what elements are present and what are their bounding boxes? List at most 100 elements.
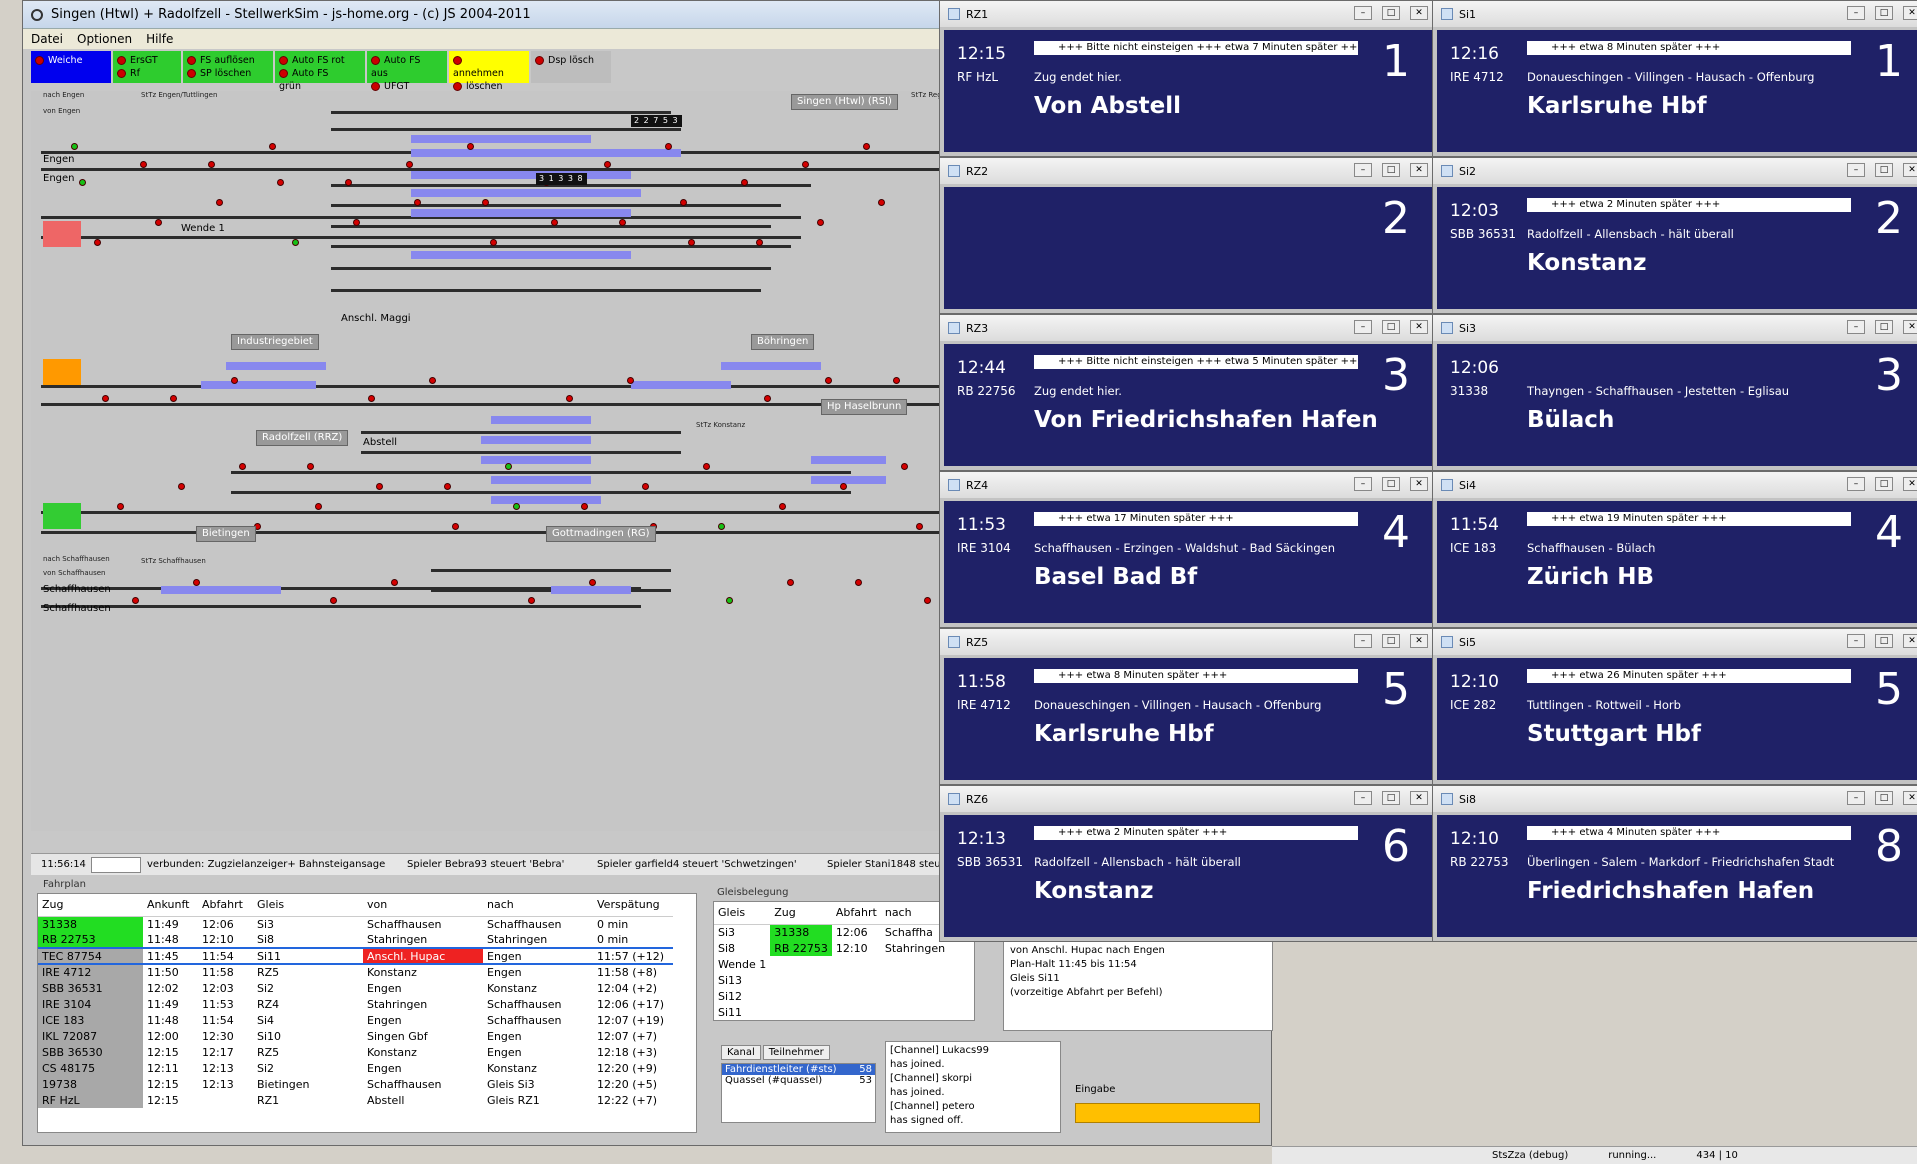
channel-item[interactable]: Quassel (#quassel)53 <box>722 1075 875 1086</box>
minimize-icon[interactable]: – <box>1847 634 1865 648</box>
minimize-icon[interactable]: – <box>1354 6 1372 20</box>
minimize-icon[interactable]: – <box>1354 634 1372 648</box>
column-header[interactable]: Gleis <box>714 902 771 925</box>
signal-icon[interactable] <box>802 161 809 168</box>
track-end-marker[interactable] <box>43 221 81 247</box>
signal-icon[interactable] <box>170 395 177 402</box>
signal-icon[interactable] <box>924 597 931 604</box>
column-header[interactable]: Zug <box>770 902 832 925</box>
signal-icon[interactable] <box>490 239 497 246</box>
column-header[interactable]: Ankunft <box>143 894 198 917</box>
maximize-icon[interactable]: □ <box>1875 6 1893 20</box>
signal-icon[interactable] <box>726 597 733 604</box>
signal-icon[interactable] <box>208 161 215 168</box>
signal-icon[interactable] <box>368 395 375 402</box>
signal-icon[interactable] <box>117 503 124 510</box>
table-row[interactable]: Si13 <box>714 972 949 988</box>
column-header[interactable]: Abfahrt <box>198 894 253 917</box>
signal-icon[interactable] <box>665 143 672 150</box>
maximize-icon[interactable]: □ <box>1382 320 1400 334</box>
minimize-icon[interactable]: – <box>1847 163 1865 177</box>
signal-icon[interactable] <box>155 219 162 226</box>
signal-icon[interactable] <box>307 463 314 470</box>
signal-icon[interactable] <box>764 395 771 402</box>
signal-icon[interactable] <box>528 597 535 604</box>
signal-icon[interactable] <box>513 503 520 510</box>
signal-icon[interactable] <box>581 503 588 510</box>
column-header[interactable]: nach <box>483 894 593 917</box>
signal-icon[interactable] <box>216 199 223 206</box>
signal-icon[interactable] <box>840 483 847 490</box>
close-icon[interactable]: ✕ <box>1903 320 1917 334</box>
signal-icon[interactable] <box>916 523 923 530</box>
signal-icon[interactable] <box>863 143 870 150</box>
eingabe-input[interactable] <box>1075 1103 1260 1123</box>
signal-icon[interactable] <box>376 483 383 490</box>
signal-icon[interactable] <box>467 143 474 150</box>
signal-icon[interactable] <box>680 199 687 206</box>
signal-icon[interactable] <box>406 161 413 168</box>
close-icon[interactable]: ✕ <box>1903 163 1917 177</box>
track-end-marker[interactable] <box>43 359 81 385</box>
minimize-icon[interactable]: – <box>1354 163 1372 177</box>
maximize-icon[interactable]: □ <box>1875 791 1893 805</box>
column-header[interactable]: Zug <box>38 894 143 917</box>
signal-icon[interactable] <box>330 597 337 604</box>
maximize-icon[interactable]: □ <box>1875 163 1893 177</box>
close-icon[interactable]: ✕ <box>1410 320 1428 334</box>
signal-icon[interactable] <box>893 377 900 384</box>
signal-icon[interactable] <box>505 463 512 470</box>
maximize-icon[interactable]: □ <box>1875 634 1893 648</box>
maximize-icon[interactable]: □ <box>1875 320 1893 334</box>
signal-icon[interactable] <box>619 219 626 226</box>
maximize-icon[interactable]: □ <box>1382 634 1400 648</box>
signal-icon[interactable] <box>878 199 885 206</box>
signal-icon[interactable] <box>414 199 421 206</box>
column-header[interactable]: Abfahrt <box>831 902 881 925</box>
channel-item[interactable]: Fahrdienstleiter (#sts)58 <box>722 1064 875 1075</box>
signal-icon[interactable] <box>315 503 322 510</box>
signal-icon[interactable] <box>71 143 78 150</box>
signal-icon[interactable] <box>855 579 862 586</box>
track-end-marker[interactable] <box>43 503 81 529</box>
minimize-icon[interactable]: – <box>1354 320 1372 334</box>
signal-icon[interactable] <box>787 579 794 586</box>
menu-hilfe[interactable]: Hilfe <box>146 32 174 46</box>
signal-icon[interactable] <box>566 395 573 402</box>
signal-icon[interactable] <box>817 219 824 226</box>
maximize-icon[interactable]: □ <box>1382 791 1400 805</box>
menu-datei[interactable]: Datei <box>31 32 64 46</box>
signal-icon[interactable] <box>741 179 748 186</box>
signal-icon[interactable] <box>132 597 139 604</box>
table-row[interactable]: Wende 1 <box>714 956 949 972</box>
close-icon[interactable]: ✕ <box>1903 791 1917 805</box>
signal-icon[interactable] <box>482 199 489 206</box>
signal-icon[interactable] <box>429 377 436 384</box>
table-row[interactable]: Si11 <box>714 1004 949 1020</box>
signal-icon[interactable] <box>688 239 695 246</box>
signal-icon[interactable] <box>345 179 352 186</box>
train-number[interactable]: 3 1 3 3 8 <box>536 173 587 185</box>
column-header[interactable]: von <box>363 894 483 917</box>
minimize-icon[interactable]: – <box>1847 320 1865 334</box>
signal-icon[interactable] <box>444 483 451 490</box>
minimize-icon[interactable]: – <box>1847 6 1865 20</box>
signal-icon[interactable] <box>269 143 276 150</box>
signal-icon[interactable] <box>239 463 246 470</box>
tool-button[interactable]: Dsp lösch <box>531 51 611 83</box>
